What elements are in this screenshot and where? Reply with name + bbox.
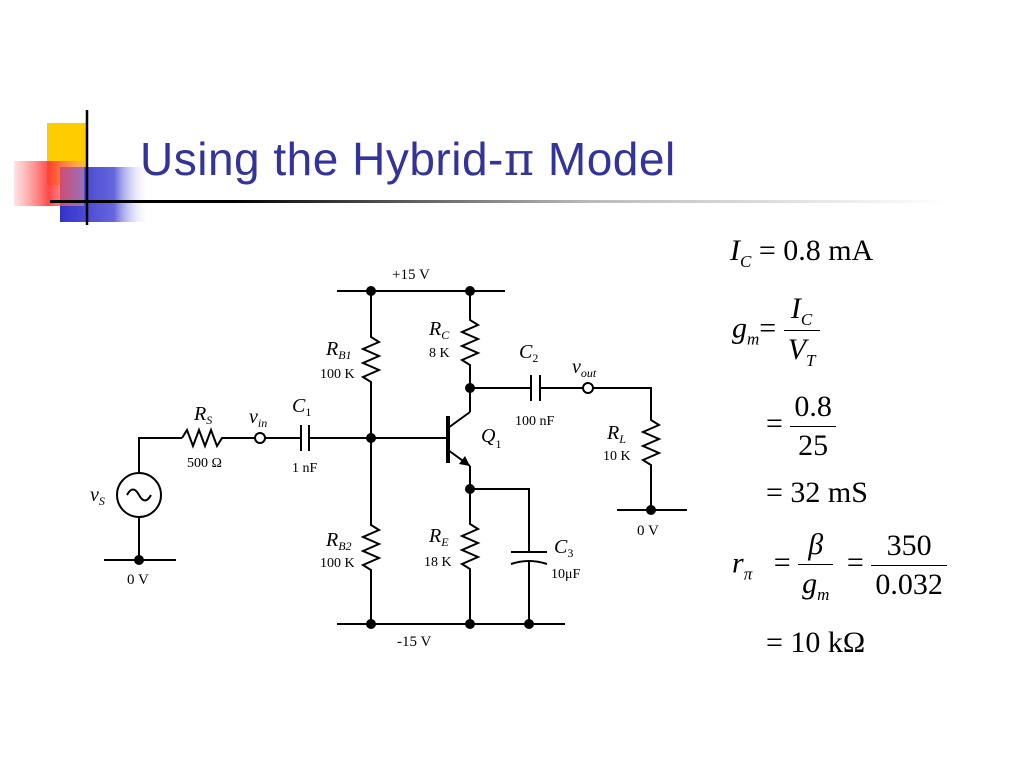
eq-gm-result: = 32 mS bbox=[766, 476, 868, 509]
re-label: RE bbox=[428, 525, 449, 549]
pi-symbol: π bbox=[503, 132, 535, 186]
eq-r-pi-result: = 10 kΩ bbox=[766, 626, 866, 659]
junction-dot bbox=[366, 286, 376, 296]
rl-value: 10 K bbox=[603, 449, 631, 464]
r-pi-fraction-1: β gm bbox=[798, 526, 834, 605]
vin-label: vin bbox=[249, 406, 267, 430]
rc-label: RC bbox=[428, 318, 450, 342]
rl-label: RL bbox=[606, 422, 626, 446]
vs-label: vS bbox=[90, 484, 105, 508]
rb2-value: 100 K bbox=[320, 556, 355, 571]
circuit-schematic: +15 V -15 V 0 V 0 V vS RS 500 Ω vin C1 1… bbox=[90, 267, 687, 650]
page-title: Using the Hybrid-π Model bbox=[140, 132, 676, 186]
junction-dot bbox=[646, 505, 656, 515]
slide-decoration bbox=[14, 110, 150, 225]
q1-emitter-arrow bbox=[459, 456, 470, 466]
junction-dot bbox=[465, 286, 475, 296]
junction-dot bbox=[366, 619, 376, 629]
rc-resistor bbox=[459, 291, 481, 412]
junction-dot bbox=[524, 619, 534, 629]
source-wire bbox=[138, 437, 182, 473]
eq-collector-current: IC = 0.8 mA bbox=[730, 234, 874, 271]
rb1-resistor bbox=[360, 291, 382, 438]
r-pi-fraction-2: 350 0.032 bbox=[871, 527, 947, 603]
c3-wire-top bbox=[470, 488, 530, 552]
vout-terminal bbox=[582, 382, 594, 394]
gm-fraction: IC VT bbox=[783, 290, 820, 372]
deco-red-bar bbox=[14, 161, 84, 206]
junction-dot bbox=[134, 555, 144, 565]
c1-label: C1 bbox=[292, 395, 311, 419]
re-resistor bbox=[459, 466, 481, 624]
vin-terminal bbox=[254, 432, 266, 444]
c3-label: C3 bbox=[554, 536, 573, 560]
rc-value: 8 K bbox=[429, 346, 450, 361]
eq-r-pi: rπ = β gm = 350 0.032 bbox=[732, 526, 947, 605]
c2-label: C2 bbox=[519, 341, 538, 365]
rl-wire bbox=[593, 387, 662, 510]
q1-collector-lead bbox=[447, 411, 471, 429]
rs-label: RS bbox=[193, 403, 212, 427]
q1-label: Q1 bbox=[481, 425, 501, 451]
eq-transconductance: gm= IC VT bbox=[732, 290, 820, 372]
junction-dot bbox=[465, 383, 475, 393]
eq-gm-numeric: = 0.8 25 bbox=[766, 388, 836, 464]
rs-value: 500 Ω bbox=[187, 456, 222, 471]
vout-label: vout bbox=[572, 356, 597, 380]
ground-right-label: 0 V bbox=[637, 523, 659, 539]
gm-numeric-fraction: 0.8 25 bbox=[790, 388, 836, 464]
title-underline bbox=[50, 200, 950, 203]
c3-plate-bottom bbox=[510, 560, 548, 565]
junction-dot bbox=[366, 433, 376, 443]
re-value: 18 K bbox=[424, 555, 452, 570]
rb2-label: RB2 bbox=[325, 529, 352, 553]
rb2-resistor bbox=[360, 438, 382, 624]
c3-value: 10μF bbox=[551, 567, 581, 582]
junction-dot bbox=[465, 619, 475, 629]
rs-resistor bbox=[181, 427, 255, 449]
supply-negative-label: -15 V bbox=[397, 634, 431, 650]
rb1-value: 100 K bbox=[320, 367, 355, 382]
c2-value: 100 nF bbox=[515, 414, 555, 429]
ac-source-icon bbox=[126, 488, 152, 502]
ground-left-label: 0 V bbox=[127, 572, 149, 588]
rb1-label: RB1 bbox=[325, 338, 352, 362]
c1-value: 1 nF bbox=[292, 461, 318, 476]
junction-dot bbox=[465, 484, 475, 494]
supply-positive-label: +15 V bbox=[392, 267, 430, 283]
